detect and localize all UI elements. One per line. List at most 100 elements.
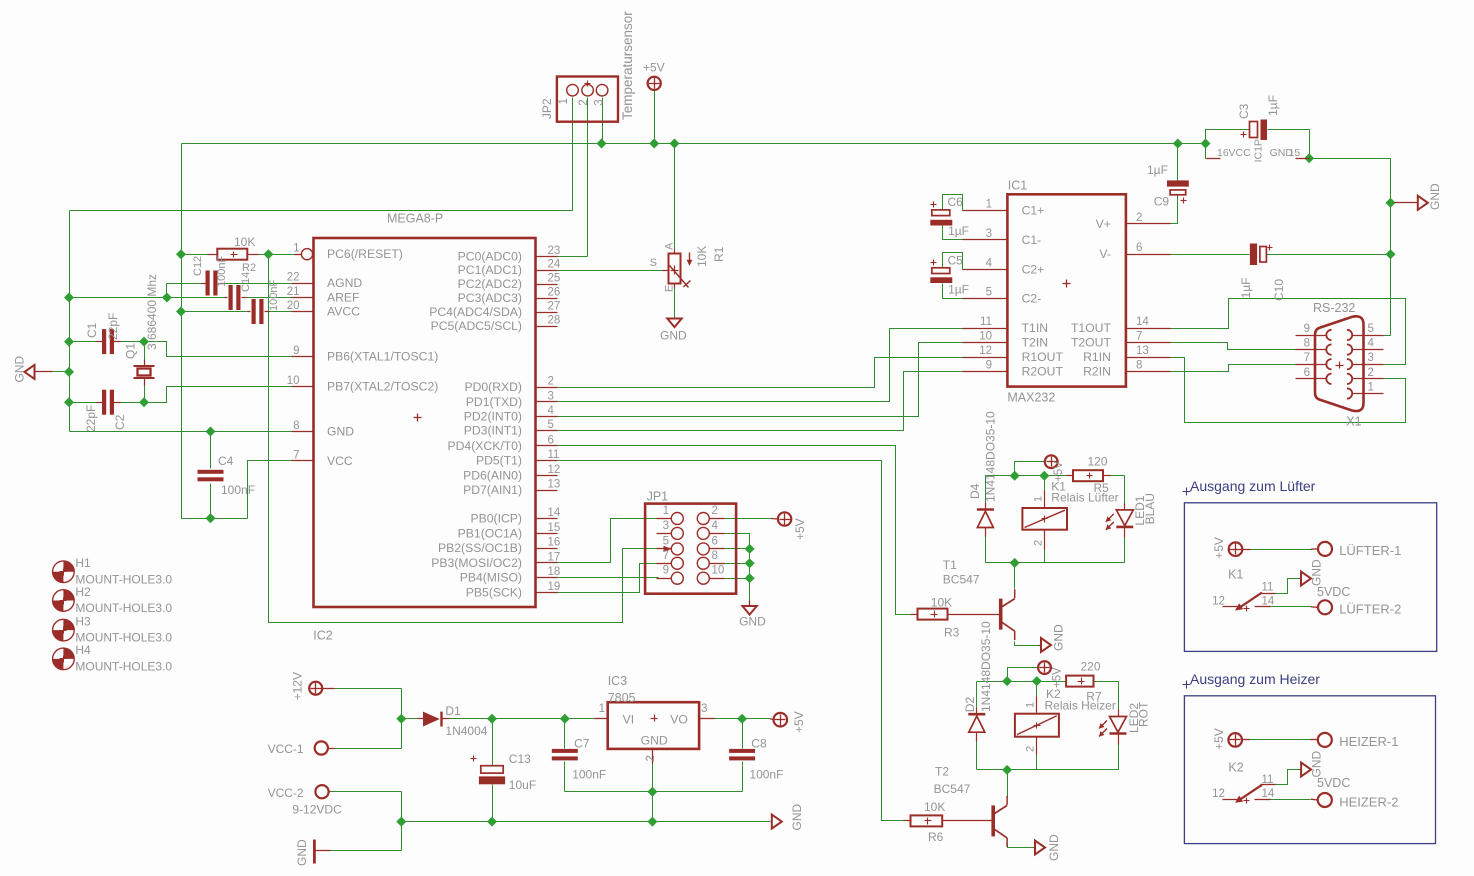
svg-text:PB5(SCK): PB5(SCK) [466, 585, 522, 599]
svg-text:C3: C3 [1237, 103, 1251, 119]
svg-text:5: 5 [663, 535, 669, 547]
svg-text:VI: VI [623, 713, 635, 727]
svg-text:MEGA8-P: MEGA8-P [387, 212, 443, 226]
svg-text:IC1: IC1 [1008, 179, 1028, 193]
svg-text:2: 2 [1368, 367, 1374, 379]
svg-text:12: 12 [548, 464, 561, 476]
svg-text:14: 14 [1136, 316, 1149, 328]
svg-text:MOUNT-HOLE3.0: MOUNT-HOLE3.0 [75, 601, 172, 615]
svg-text:+5V: +5V [1051, 667, 1063, 688]
svg-text:R2IN: R2IN [1083, 365, 1111, 379]
svg-text:PD0(RXD): PD0(RXD) [464, 380, 522, 394]
svg-text:GND: GND [13, 356, 27, 383]
svg-text:14: 14 [548, 507, 561, 519]
svg-text:3: 3 [986, 228, 992, 240]
svg-text:C1: C1 [85, 322, 99, 338]
svg-text:8: 8 [1136, 360, 1142, 372]
svg-text:C2-: C2- [1022, 292, 1042, 306]
svg-text:1: 1 [986, 199, 992, 211]
svg-text:PC6(/RESET): PC6(/RESET) [327, 247, 403, 261]
svg-text:10: 10 [979, 331, 992, 343]
svg-text:100nF: 100nF [216, 256, 228, 287]
svg-text:JP2: JP2 [540, 98, 554, 119]
svg-text:Temperatursensor: Temperatursensor [620, 11, 635, 120]
svg-text:5: 5 [548, 419, 554, 431]
svg-text:PD2(INT0): PD2(INT0) [464, 409, 522, 423]
svg-text:5: 5 [1368, 323, 1374, 335]
svg-text:7805: 7805 [608, 691, 636, 705]
svg-text:11: 11 [548, 449, 560, 461]
svg-text:11: 11 [1262, 582, 1274, 594]
svg-text:1: 1 [293, 243, 299, 255]
svg-text:HEIZER-1: HEIZER-1 [1339, 734, 1398, 749]
svg-text:24: 24 [548, 259, 561, 271]
svg-text:GND: GND [1310, 559, 1324, 586]
svg-text:10K: 10K [924, 800, 945, 814]
svg-text:9: 9 [1304, 323, 1310, 335]
svg-text:23: 23 [548, 245, 561, 257]
svg-text:C2+: C2+ [1022, 262, 1045, 276]
svg-text:16: 16 [1217, 147, 1229, 159]
svg-text:7: 7 [663, 550, 669, 562]
svg-text:E: E [664, 285, 676, 292]
svg-text:MOUNT-HOLE3.0: MOUNT-HOLE3.0 [75, 659, 172, 673]
svg-text:3: 3 [663, 520, 669, 532]
svg-text:25: 25 [548, 273, 561, 285]
svg-text:1: 1 [558, 98, 570, 104]
svg-text:3: 3 [548, 390, 554, 402]
svg-text:PB1(OC1A): PB1(OC1A) [458, 527, 522, 541]
svg-text:BLAU: BLAU [1143, 493, 1157, 524]
svg-text:9: 9 [293, 345, 299, 357]
svg-text:GND: GND [790, 804, 804, 831]
svg-text:14: 14 [1262, 788, 1275, 800]
svg-text:GND: GND [1052, 624, 1066, 651]
svg-text:3: 3 [701, 703, 707, 715]
svg-text:C13: C13 [509, 752, 531, 766]
svg-text:2: 2 [712, 505, 718, 517]
svg-text:BC547: BC547 [943, 572, 980, 586]
svg-text:C10: C10 [1272, 279, 1286, 301]
svg-text:RS-232: RS-232 [1313, 301, 1355, 315]
svg-text:1µF: 1µF [948, 224, 969, 238]
svg-text:C5: C5 [948, 254, 964, 268]
svg-text:9: 9 [986, 360, 992, 372]
svg-text:R6: R6 [928, 830, 944, 844]
svg-text:C12: C12 [192, 256, 204, 276]
svg-text:3: 3 [594, 99, 606, 105]
svg-text:PB4(MISO): PB4(MISO) [460, 570, 522, 584]
svg-text:+5V: +5V [1212, 537, 1226, 559]
svg-text:26: 26 [548, 287, 561, 299]
svg-text:T2IN: T2IN [1022, 336, 1048, 350]
svg-text:VCC-1: VCC-1 [268, 742, 304, 756]
svg-text:7: 7 [1304, 352, 1310, 364]
svg-text:LÜFTER-2: LÜFTER-2 [1339, 602, 1401, 617]
svg-text:10: 10 [287, 375, 300, 387]
svg-text:BC547: BC547 [934, 782, 971, 796]
svg-text:IC2: IC2 [313, 629, 333, 643]
svg-text:PB2(SS/OC1B): PB2(SS/OC1B) [438, 541, 522, 555]
svg-text:PB7(XTAL2/TOSC2): PB7(XTAL2/TOSC2) [327, 380, 438, 394]
svg-text:1: 1 [663, 505, 669, 517]
svg-text:2: 2 [548, 376, 554, 388]
svg-text:7: 7 [1136, 331, 1142, 343]
svg-text:C9: C9 [1154, 195, 1170, 209]
svg-text:10: 10 [712, 565, 725, 577]
svg-text:K2: K2 [1228, 760, 1243, 774]
svg-text:D1: D1 [445, 704, 461, 718]
svg-text:6: 6 [548, 434, 554, 446]
svg-text:GND: GND [1428, 183, 1442, 210]
svg-text:T1IN: T1IN [1022, 321, 1048, 335]
svg-text:17: 17 [548, 551, 561, 563]
svg-text:Ausgang zum Heizer: Ausgang zum Heizer [1190, 671, 1320, 687]
svg-text:10K: 10K [234, 235, 255, 249]
svg-text:JP1: JP1 [647, 490, 669, 504]
svg-text:AREF: AREF [327, 291, 360, 305]
svg-text:PC2(ADC2): PC2(ADC2) [458, 277, 522, 291]
svg-text:VO: VO [670, 713, 688, 727]
svg-text:R1IN: R1IN [1083, 350, 1111, 364]
svg-text:C1+: C1+ [1022, 204, 1045, 218]
svg-text:6: 6 [712, 535, 718, 547]
svg-text:+5V: +5V [643, 60, 665, 74]
svg-text:9: 9 [663, 565, 669, 577]
svg-text:T2OUT: T2OUT [1071, 336, 1112, 350]
